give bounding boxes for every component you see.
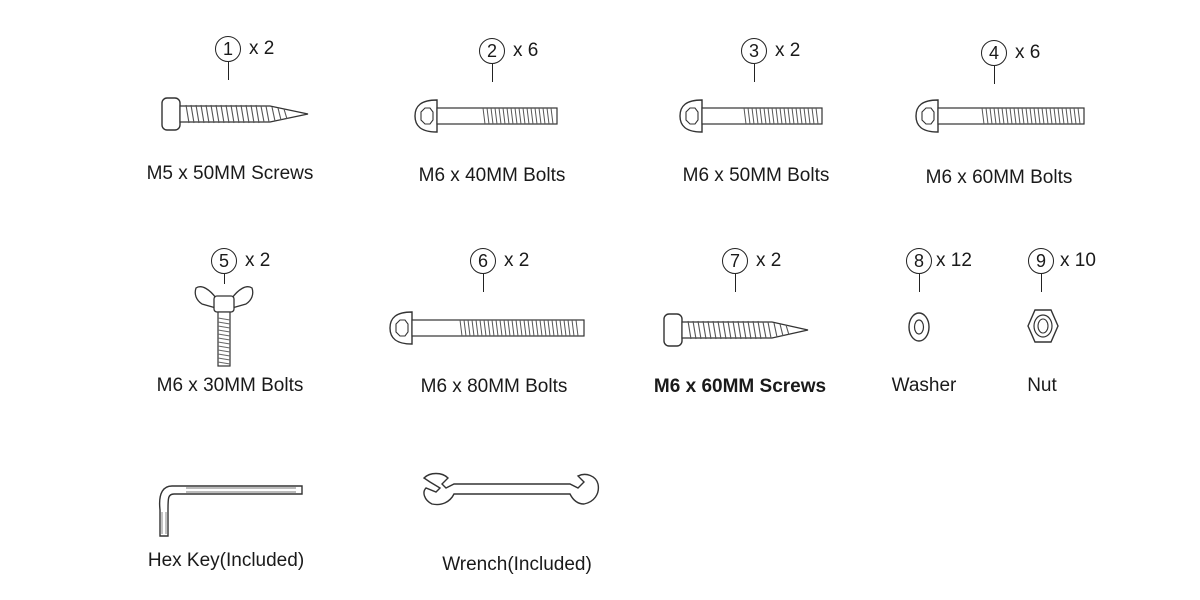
part-3-callout: 3 x 2 xyxy=(741,38,800,64)
part-3-number: 3 xyxy=(741,38,767,64)
part-4-label: M6 x 60MM Bolts xyxy=(925,167,1073,188)
part-2-qty: x 6 xyxy=(513,40,539,61)
part-7-callout: 7 x 2 xyxy=(722,248,781,274)
tool-hex-key-label: Hex Key(Included) xyxy=(147,550,305,571)
part-9-qty: x 10 xyxy=(1060,250,1096,271)
part-5-number: 5 xyxy=(211,248,237,274)
part-4-leader xyxy=(994,66,995,84)
part-3-leader xyxy=(754,64,755,82)
pan-head-screw-icon xyxy=(663,313,809,347)
part-6-leader xyxy=(483,274,484,292)
part-9-label: Nut xyxy=(1027,375,1057,396)
part-4-callout: 4 x 6 xyxy=(981,40,1040,66)
button-head-bolt-icon xyxy=(915,99,1085,133)
part-5-callout: 5 x 2 xyxy=(211,248,270,274)
part-5-label: M6 x 30MM Bolts xyxy=(156,375,304,396)
button-head-bolt-icon xyxy=(679,99,823,133)
part-1-label: M5 x 50MM Screws xyxy=(146,163,314,184)
part-7-label: M6 x 60MM Screws xyxy=(653,376,827,397)
part-5-leader xyxy=(224,274,225,284)
part-5-qty: x 2 xyxy=(245,250,271,271)
part-1-callout: 1 x 2 xyxy=(215,36,274,62)
part-3-qty: x 2 xyxy=(775,40,801,61)
part-8-callout: 8 x 12 xyxy=(906,248,972,274)
part-9-number: 9 xyxy=(1028,248,1054,274)
button-head-bolt-icon xyxy=(414,99,558,133)
button-head-bolt-icon xyxy=(389,311,585,345)
part-9-callout: 9 x 10 xyxy=(1028,248,1096,274)
part-6-number: 6 xyxy=(470,248,496,274)
part-2-leader xyxy=(492,64,493,82)
hex-key-icon xyxy=(158,485,303,537)
part-6-qty: x 2 xyxy=(504,250,530,271)
part-3-label: M6 x 50MM Bolts xyxy=(682,165,830,186)
part-1-qty: x 2 xyxy=(249,38,275,59)
part-7-leader xyxy=(735,274,736,292)
tool-wrench-label: Wrench(Included) xyxy=(442,554,592,575)
part-2-callout: 2 x 6 xyxy=(479,38,538,64)
part-1-leader xyxy=(228,62,229,80)
part-7-number: 7 xyxy=(722,248,748,274)
part-8-label: Washer xyxy=(891,375,957,396)
part-9-leader xyxy=(1041,274,1042,292)
part-2-number: 2 xyxy=(479,38,505,64)
washer-icon xyxy=(908,312,930,342)
part-8-qty: x 12 xyxy=(936,250,972,271)
part-8-number: 8 xyxy=(906,248,932,274)
hex-nut-icon xyxy=(1027,309,1059,343)
wing-bolt-icon xyxy=(194,286,254,367)
part-2-label: M6 x 40MM Bolts xyxy=(418,165,566,186)
part-1-number: 1 xyxy=(215,36,241,62)
part-4-qty: x 6 xyxy=(1015,42,1041,63)
part-8-leader xyxy=(919,274,920,292)
part-4-number: 4 xyxy=(981,40,1007,66)
part-6-label: M6 x 80MM Bolts xyxy=(420,376,568,397)
part-7-qty: x 2 xyxy=(756,250,782,271)
part-6-callout: 6 x 2 xyxy=(470,248,529,274)
pan-head-screw-icon xyxy=(161,97,309,131)
wrench-icon xyxy=(422,472,600,506)
